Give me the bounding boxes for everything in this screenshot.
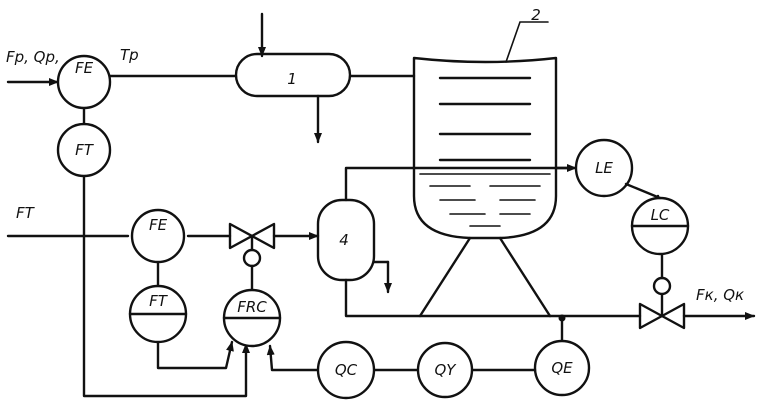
product-stream-label: Fк, Qк — [696, 286, 744, 304]
signal-ft-feed-to-frc — [82, 174, 250, 398]
fe-fuel-tag: FE — [149, 216, 168, 234]
separator-bottom-line — [344, 278, 552, 318]
le-tag: LE — [595, 159, 613, 177]
fuel-stream-label: FT — [16, 204, 36, 222]
fe-feed-tag: FE — [75, 59, 94, 77]
feed-stream-label: Fр, Qр, — [6, 48, 60, 66]
fe-fuel-instrument[interactable] — [130, 208, 186, 264]
le-instrument[interactable] — [574, 138, 634, 198]
fuel-valve-actuator[interactable] — [242, 248, 262, 268]
reactor-leg-left — [418, 236, 472, 318]
product-control-valve[interactable] — [638, 302, 686, 330]
qy-tag: QY — [435, 361, 458, 379]
lc-tag: LC — [651, 206, 670, 224]
reactor-leg-right — [498, 236, 552, 318]
qc-tag: QC — [335, 361, 358, 379]
feed-temperature-label: Тр — [120, 46, 139, 64]
signal-ft-fuel-to-frc — [156, 340, 234, 370]
product-valve-actuator[interactable] — [652, 276, 672, 296]
qy-instrument[interactable] — [416, 341, 474, 399]
signal-le-to-lc — [624, 182, 662, 200]
qc-instrument[interactable] — [316, 340, 376, 400]
frc-tag: FRC — [237, 298, 267, 316]
ft-fuel-tag: FT — [149, 292, 169, 310]
reactor-number: 2 — [531, 6, 541, 24]
qe-instrument[interactable] — [533, 339, 591, 397]
reactor-vessel — [412, 56, 558, 240]
qe-tap-point — [558, 314, 566, 322]
separator-number: 4 — [339, 231, 349, 249]
separator-recycle-line — [344, 166, 574, 202]
heater-number: 1 — [287, 70, 297, 88]
qe-tag: QE — [551, 359, 573, 377]
signal-qc-to-frc — [266, 344, 320, 372]
fuel-control-valve[interactable] — [228, 222, 276, 250]
ft-feed-instrument[interactable] — [56, 122, 112, 178]
heater-vessel — [234, 52, 352, 98]
ft-feed-tag: FT — [75, 141, 95, 159]
separator-vessel — [316, 198, 376, 282]
fe-feed-instrument[interactable] — [56, 54, 112, 110]
reactor-label-leader — [505, 21, 549, 63]
